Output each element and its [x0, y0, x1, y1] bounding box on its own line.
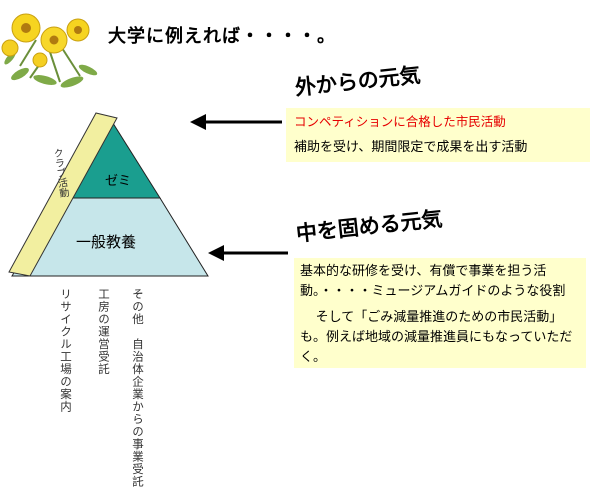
inner-paragraph-1: 基本的な研修を受け、有償で事業を担う活動。・・・・ミュージアムガイドのような役割	[300, 264, 566, 299]
general-education-label: 一般教養	[76, 233, 137, 251]
flower-illustration	[1, 13, 98, 88]
arrow-outer	[190, 114, 282, 130]
vertical-note-workshop: 工房の運営受託	[97, 288, 111, 376]
inner-energy-box: 基本的な研修を受け、有償で事業を担う活動。・・・・ミュージアムガイドのような役割…	[294, 258, 586, 368]
diagram-canvas	[1, 13, 288, 277]
outer-energy-box: コンペティションに合格した市民活動 補助を受け、期間限定で成果を出す活動	[286, 108, 590, 162]
vertical-note-other: その他 自治体企業からの事業受託	[131, 288, 145, 488]
flower-blossom	[1, 13, 90, 68]
competition-text: コンペティションに合格した市民活動	[294, 114, 506, 129]
pyramid	[8, 112, 209, 277]
inner-paragraph-2: そして「ごみ減量推進のための市民活動」も。例えば地域の減量推進員にもなっていただ…	[300, 310, 573, 365]
vertical-note-recycling: リサイクル工場の案内	[59, 288, 73, 413]
subsidy-text: 補助を受け、期間限定で成果を出す活動	[294, 140, 528, 155]
seminar-label: ゼミ	[105, 174, 132, 189]
arrow-inner	[208, 245, 288, 261]
page-title: 大学に例えれば・・・・。	[108, 26, 336, 47]
club-band	[8, 112, 118, 277]
